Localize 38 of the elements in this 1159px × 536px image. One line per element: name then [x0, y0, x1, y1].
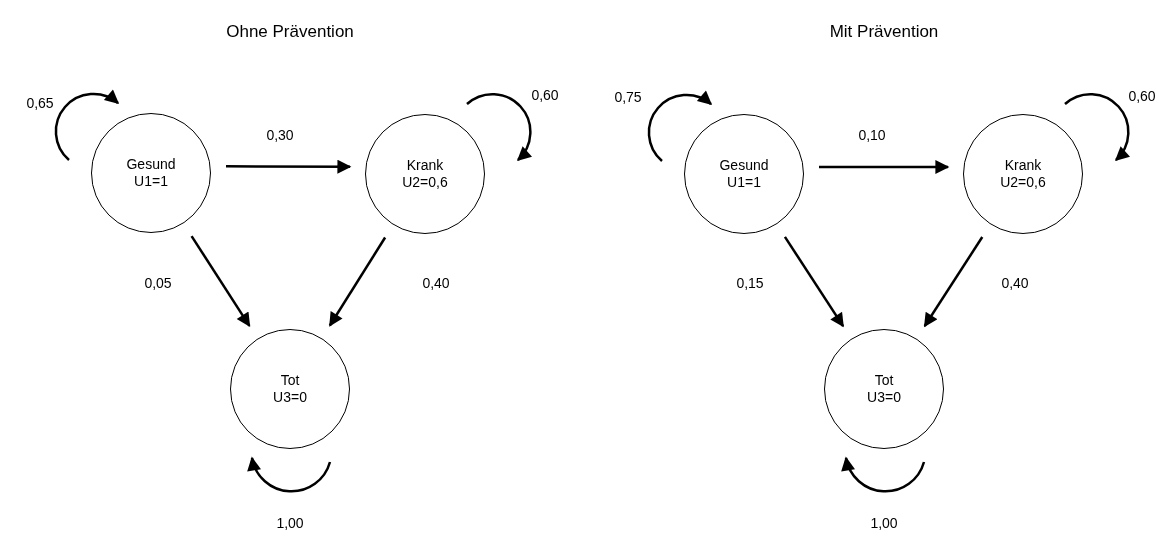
utility-value: U1=1	[134, 173, 168, 190]
utility-value: U3=0	[273, 389, 307, 406]
utility-value: U1=1	[727, 174, 761, 191]
probability-label: 0,10	[856, 127, 888, 143]
probability-label: 0,05	[142, 275, 174, 291]
probability-label: 0,40	[420, 275, 452, 291]
state-name: Krank	[406, 157, 444, 174]
utility-value: U2=0,6	[1000, 174, 1046, 191]
probability-label: 0,60	[529, 87, 561, 103]
state-name: Krank	[1004, 157, 1042, 174]
state-name: Gesund	[126, 156, 176, 173]
self-loop-arrow	[647, 90, 713, 162]
self-loop-arrow	[842, 456, 926, 493]
self-loop-arrow	[248, 456, 332, 493]
transition-arrow	[923, 236, 984, 328]
utility-value: U3=0	[867, 389, 901, 406]
transition-arrow	[328, 236, 387, 327]
probability-label: 1,00	[868, 515, 900, 531]
self-loop-arrow	[54, 89, 120, 161]
probability-label: 0,65	[24, 95, 56, 111]
transition-arrow	[226, 159, 352, 174]
panel-title: Mit Prävention	[829, 22, 939, 42]
state-name: Gesund	[719, 157, 769, 174]
utility-value: U2=0,6	[402, 174, 448, 191]
self-loop-arrow	[1064, 92, 1130, 161]
probability-label: 0,30	[264, 127, 296, 143]
probability-label: 0,60	[1126, 88, 1158, 104]
probability-label: 0,75	[612, 89, 644, 105]
transition-arrow	[190, 235, 251, 328]
transition-arrow	[819, 160, 950, 174]
transition-arrow	[783, 236, 845, 328]
probability-label: 1,00	[274, 515, 306, 531]
state-name: Tot	[874, 372, 894, 389]
probability-label: 0,40	[999, 275, 1031, 291]
self-loop-arrow	[466, 92, 532, 161]
panel-title: Ohne Prävention	[226, 22, 354, 42]
state-name: Tot	[280, 372, 300, 389]
probability-label: 0,15	[734, 275, 766, 291]
